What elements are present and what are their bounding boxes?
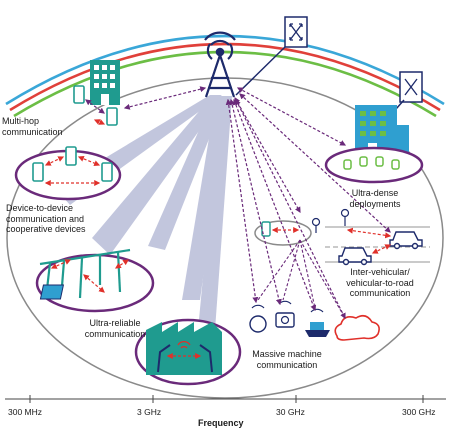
factory-icon: [146, 322, 222, 375]
antenna-box-icon: [235, 16, 308, 96]
solar-panel-icon: [39, 284, 65, 300]
axis-title: Frequency: [198, 418, 244, 428]
car-icon: [338, 247, 372, 266]
robot-arm-icon: [157, 344, 213, 373]
clock-icon: [249, 315, 267, 333]
wifi-icon: [177, 341, 191, 349]
ultra-reliable-label: Ultra-reliable communication: [84, 318, 146, 339]
spectrum-arcs: [5, 34, 445, 118]
tick-300ghz: 300 GHz: [402, 407, 436, 417]
massive-icons: [249, 312, 380, 341]
antenna-box-icon: [387, 71, 423, 119]
cell-tower-icon: [204, 31, 236, 98]
phone-icon: [73, 85, 118, 126]
multihop-label: Multi-hop communication: [2, 116, 63, 137]
cloud-icon: [334, 314, 380, 341]
axis-ticks: [29, 395, 424, 403]
massive-label: Massive machine communication: [252, 349, 322, 370]
ultra-reliable-ring: [35, 253, 155, 313]
ultra-dense-label: Ultra-dense deployments: [349, 188, 401, 209]
tick-300mhz: 300 MHz: [8, 407, 43, 417]
tick-30ghz: 30 GHz: [276, 407, 305, 417]
vehicular-label: Inter-vehicular/ vehicular-to-road commu…: [346, 267, 414, 298]
camera-icon: [275, 312, 295, 328]
car-icon: [389, 231, 423, 250]
building-icon: [90, 60, 120, 105]
phone-icon: [32, 146, 113, 182]
tick-3ghz: 3 GHz: [137, 407, 162, 417]
ultra-dense-ring: [324, 146, 424, 184]
d2d-label: Device-to-device communication and coope…: [6, 203, 86, 234]
ship-icon: [305, 330, 330, 337]
sensor-icon: [311, 208, 350, 233]
